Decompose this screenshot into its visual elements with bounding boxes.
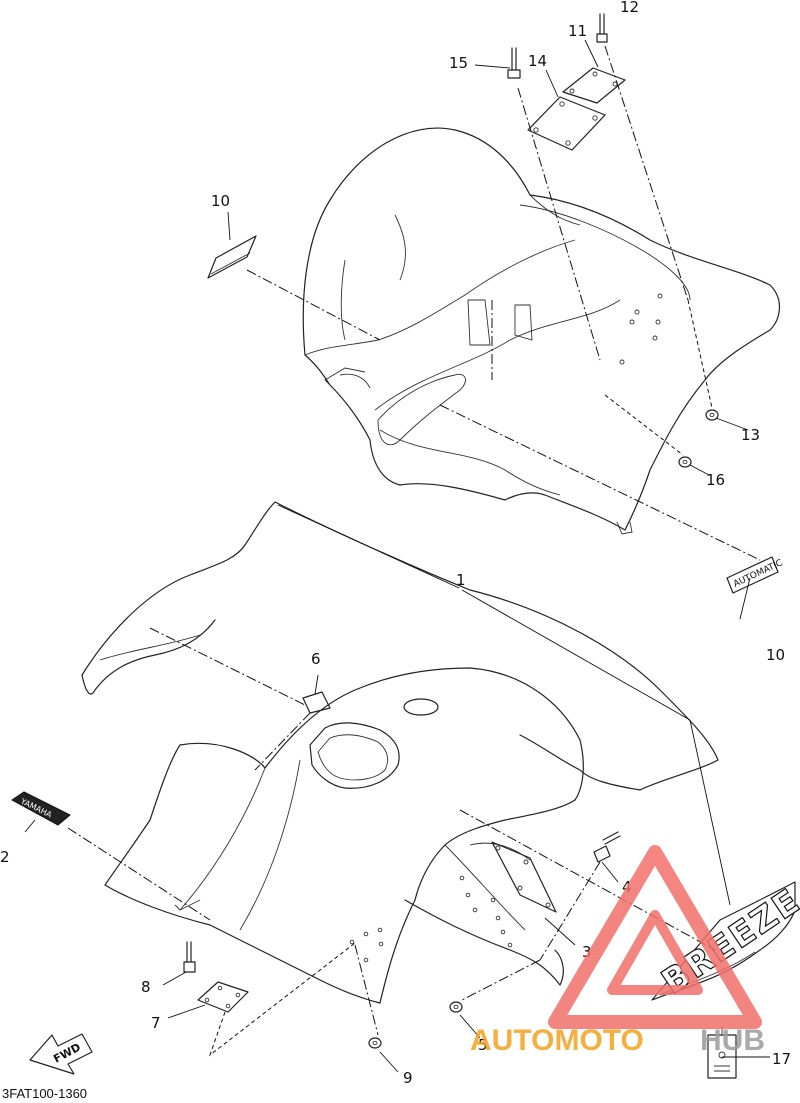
callout-8: 8 xyxy=(141,978,151,996)
decal-automatic: AUTOMATIC xyxy=(726,556,784,594)
callout-10-right: 10 xyxy=(766,646,785,664)
callout-15: 15 xyxy=(449,54,468,72)
diagram-code: 3FAT100-1360 xyxy=(2,1086,87,1101)
plate-3 xyxy=(491,841,557,913)
fwd-label: FWD xyxy=(51,1041,83,1066)
washer-9 xyxy=(368,1037,382,1049)
washer-5 xyxy=(449,1001,463,1013)
washer-13 xyxy=(705,409,719,421)
washer-16 xyxy=(678,456,692,468)
rear-fender xyxy=(302,127,780,535)
callout-12: 12 xyxy=(620,0,639,16)
callout-1: 1 xyxy=(456,571,466,589)
front-fender xyxy=(81,501,719,1004)
plate-11 xyxy=(562,67,626,104)
callout-3: 3 xyxy=(582,943,592,961)
decal-yamaha: YAMAHA xyxy=(11,791,71,826)
callout-2: 2 xyxy=(0,848,10,866)
callouts: 1 2 3 4 5 6 7 8 9 10 10 11 12 13 14 15 1… xyxy=(0,0,791,1087)
rivet-4 xyxy=(593,831,621,863)
rivet-12 xyxy=(596,13,608,43)
tag-17 xyxy=(707,1026,737,1079)
callout-14: 14 xyxy=(528,52,547,70)
callout-13: 13 xyxy=(741,426,760,444)
callout-9: 9 xyxy=(403,1069,413,1087)
rivet-15 xyxy=(507,47,521,79)
callout-10-top: 10 xyxy=(211,192,230,210)
callout-6: 6 xyxy=(311,650,321,668)
callout-17: 17 xyxy=(772,1050,791,1068)
callout-11: 11 xyxy=(568,22,587,40)
decal-6 xyxy=(302,691,331,714)
rivet-8 xyxy=(183,941,196,973)
plate-7 xyxy=(197,981,249,1013)
fwd-arrow: FWD xyxy=(29,1033,93,1075)
plate-14 xyxy=(527,96,606,151)
decal-10-left xyxy=(207,235,257,279)
watermark: AUTOMOTO HUB xyxy=(470,845,765,1057)
watermark-prefix: AUTOMOTO xyxy=(470,1024,644,1057)
callout-7: 7 xyxy=(151,1014,161,1032)
callout-5: 5 xyxy=(478,1036,488,1054)
watermark-suffix: HUB xyxy=(700,1024,765,1057)
callout-16: 16 xyxy=(706,471,725,489)
leader-lines xyxy=(24,39,770,1073)
